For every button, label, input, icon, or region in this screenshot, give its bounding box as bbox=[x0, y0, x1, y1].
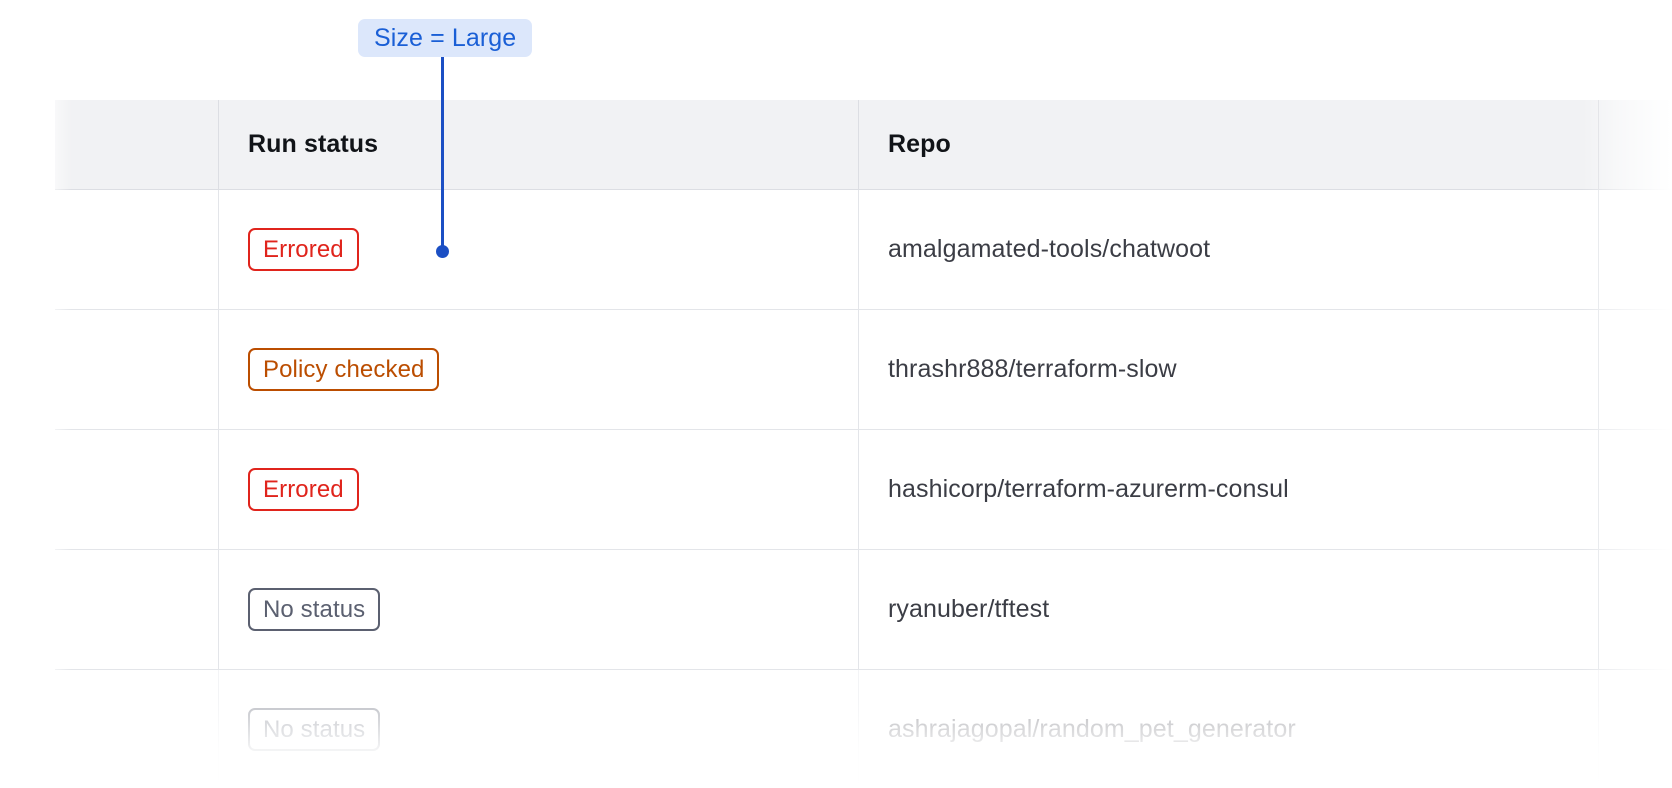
repo-name[interactable]: ashrajagopal/random_pet_generator bbox=[888, 715, 1296, 743]
row-select-cell[interactable] bbox=[55, 190, 218, 309]
run-status-cell: Errored bbox=[218, 190, 858, 309]
status-badge: No status bbox=[248, 708, 381, 751]
repo-name[interactable]: amalgamated-tools/chatwoot bbox=[888, 235, 1211, 263]
repo-cell: ashrajagopal/random_pet_generator bbox=[858, 670, 1598, 788]
run-status-cell: Policy checked bbox=[218, 310, 858, 429]
status-badge: Policy checked bbox=[248, 348, 440, 391]
repo-cell: hashicorp/terraform-azurerm-consul bbox=[858, 430, 1598, 549]
table-row[interactable]: No status ryanuber/tftest bbox=[55, 550, 1672, 670]
table-header-row: Run status Repo bbox=[55, 100, 1672, 190]
row-select-cell[interactable] bbox=[55, 310, 218, 429]
table-row[interactable]: No status ashrajagopal/random_pet_generat… bbox=[55, 670, 1672, 788]
repo-name[interactable]: ryanuber/tftest bbox=[888, 595, 1050, 623]
table-row[interactable]: Errored hashicorp/terraform-azurerm-consu… bbox=[55, 430, 1672, 550]
run-status-cell: No status bbox=[218, 550, 858, 669]
row-select-cell[interactable] bbox=[55, 670, 218, 788]
column-header-repo-label: Repo bbox=[888, 130, 951, 158]
repo-name[interactable]: thrashr888/terraform-slow bbox=[888, 355, 1177, 383]
runs-table: Run status Repo Errored amalgamated-tools… bbox=[55, 100, 1672, 788]
row-select-cell[interactable] bbox=[55, 550, 218, 669]
row-extra-cell bbox=[1598, 670, 1672, 788]
row-extra-cell bbox=[1598, 550, 1672, 669]
top-white-strip bbox=[0, 0, 1672, 100]
header-cell-run-status[interactable]: Run status bbox=[218, 100, 858, 189]
row-extra-cell bbox=[1598, 190, 1672, 309]
repo-cell: thrashr888/terraform-slow bbox=[858, 310, 1598, 429]
repo-name[interactable]: hashicorp/terraform-azurerm-consul bbox=[888, 475, 1289, 503]
table-row[interactable]: Errored amalgamated-tools/chatwoot bbox=[55, 190, 1672, 310]
column-header-run-status-label: Run status bbox=[248, 130, 379, 158]
annotation-label: Size = Large bbox=[374, 23, 517, 52]
run-status-cell: Errored bbox=[218, 430, 858, 549]
table-row[interactable]: Policy checked thrashr888/terraform-slow bbox=[55, 310, 1672, 430]
row-select-cell[interactable] bbox=[55, 430, 218, 549]
header-cell-select bbox=[55, 100, 218, 189]
status-badge: Errored bbox=[248, 468, 359, 511]
row-extra-cell bbox=[1598, 430, 1672, 549]
annotation-connector-line bbox=[441, 57, 444, 251]
status-badge: Errored bbox=[248, 228, 359, 271]
repo-cell: amalgamated-tools/chatwoot bbox=[858, 190, 1598, 309]
annotation-size-large-pill[interactable]: Size = Large bbox=[358, 19, 533, 57]
row-extra-cell bbox=[1598, 310, 1672, 429]
repo-cell: ryanuber/tftest bbox=[858, 550, 1598, 669]
run-status-cell: No status bbox=[218, 670, 858, 788]
header-cell-repo[interactable]: Repo bbox=[858, 100, 1598, 189]
status-badge: No status bbox=[248, 588, 381, 631]
annotation-connector-dot bbox=[436, 245, 449, 258]
header-cell-extra bbox=[1598, 100, 1672, 189]
